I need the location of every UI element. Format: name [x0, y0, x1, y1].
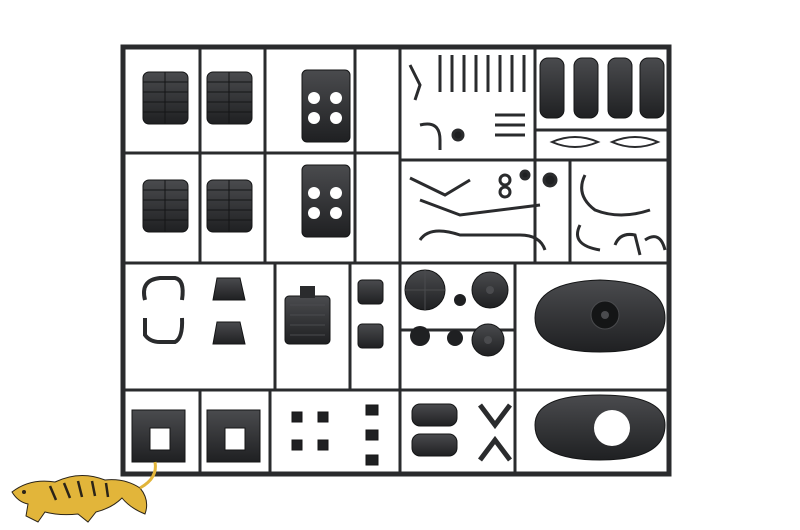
- engine-cover-part: [534, 279, 666, 353]
- cylinder-head-part: [206, 71, 253, 125]
- intake-funnel-parts: [212, 277, 246, 345]
- pulley-parts: [404, 269, 509, 357]
- hose-parts: [142, 276, 185, 344]
- sprue-frame: [120, 44, 672, 477]
- cylinder-head-part: [142, 179, 189, 233]
- engine-cover-part: [534, 394, 666, 461]
- cylinder-head-part: [206, 179, 253, 233]
- generator-parts: [357, 279, 384, 349]
- engine-cover-parts: [534, 279, 666, 461]
- shroud-parts: [131, 409, 261, 463]
- muffler-parts: [539, 57, 665, 119]
- tiger-logo-icon: [11, 461, 157, 523]
- fan-housing-part: [284, 286, 331, 345]
- engine-block-part: [301, 69, 351, 143]
- cylinder-head-parts: [142, 71, 253, 233]
- pushrod-parts: [438, 55, 526, 92]
- engine-block-part: [301, 164, 351, 238]
- sprue-runners: [123, 47, 669, 474]
- small-pipe-parts: [408, 64, 525, 150]
- engine-block-parts: [301, 69, 351, 238]
- small-detail-parts: [291, 404, 379, 466]
- carburetor-parts: [411, 403, 458, 457]
- cylinder-head-part: [142, 71, 189, 125]
- manifold-parts: [478, 403, 512, 462]
- bracket-parts: [549, 136, 661, 148]
- exhaust-pipe-parts: [409, 169, 667, 256]
